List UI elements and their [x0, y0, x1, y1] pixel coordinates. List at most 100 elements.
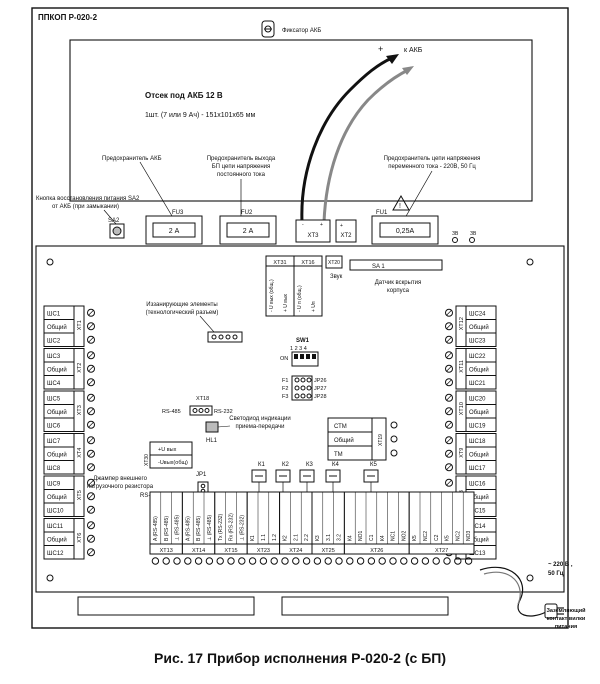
screw-terminal: [445, 322, 453, 331]
battery-latch-label: Фиксатор АКБ: [282, 28, 321, 34]
bottom-terminal-block: Tx (RS-232)Rx (RS-232)⊥ (RS-232)ХТ15: [214, 491, 248, 565]
terminal-label: Общий: [469, 494, 489, 501]
terminal-label: ШС4: [47, 381, 61, 387]
terminal-label: ШС3: [47, 354, 61, 360]
terminal-label: ШС10: [47, 509, 64, 515]
battery-wire-minus-arrow: [402, 66, 414, 75]
screw-terminal: [87, 308, 95, 317]
svg-text:50 Гц: 50 Гц: [548, 571, 564, 577]
terminal-label: Общий: [469, 452, 489, 459]
screw-terminal: [184, 557, 192, 565]
screw-terminal: [87, 463, 95, 472]
screw-terminal: [151, 557, 160, 565]
sw1-dip-switch[interactable]: SW1 1 2 3 4 ON: [280, 338, 319, 367]
terminal-block-id: ХТ10: [459, 402, 465, 415]
screw-terminal: [445, 449, 453, 458]
svg-text:ХТ18: ХТ18: [196, 396, 209, 402]
battery-plus: +: [378, 44, 383, 54]
svg-text:Иззанирующие элементы: Иззанирующие элементы: [146, 302, 217, 308]
sa1-switch: SA 1: [349, 259, 443, 271]
svg-text:контакт вилки: контакт вилки: [547, 616, 585, 622]
mount-hole-bl: [46, 574, 54, 582]
screw-terminal: [445, 436, 453, 445]
pin-label: A (RS-485): [185, 516, 191, 541]
terminal-label: ШС9: [47, 482, 61, 488]
screw-terminal: [445, 478, 453, 487]
terminal-label: ШС22: [469, 354, 486, 360]
bottom-terminal-id: ХТ24: [289, 548, 302, 554]
battery-latch: [261, 20, 275, 38]
svg-text:ХТ20: ХТ20: [328, 260, 340, 266]
svg-text:- U п (общ.): - U п (общ.): [297, 285, 303, 312]
svg-text:(технологический разъем): (технологический разъем): [146, 309, 219, 316]
jumpers-f: F1 F2 F3 JP26 JP27 JP28: [282, 375, 327, 401]
sa2-switch[interactable]: [109, 223, 125, 239]
svg-text:+: +: [340, 223, 343, 229]
svg-text:Предохранитель цепи напряжения: Предохранитель цепи напряжения: [384, 156, 481, 162]
svg-text:ХТ30: ХТ30: [144, 454, 150, 466]
xt2-terminal: + ХТ2: [335, 219, 357, 243]
screw-terminal: [87, 322, 95, 331]
svg-text:ХТ16: ХТ16: [301, 260, 314, 266]
battery-wire-minus: [322, 68, 409, 223]
screw-terminal: [445, 393, 453, 402]
screw-terminal: [281, 557, 289, 565]
mount-hole-tr: [526, 258, 534, 266]
screw-terminal: [367, 557, 376, 565]
pin-label: К5: [445, 535, 451, 541]
to-battery-label: к АКБ: [404, 47, 423, 54]
mount-hole-br: [526, 574, 534, 582]
pin-label: ⊥ (RS-232): [239, 515, 245, 541]
terminal-label: Общий: [469, 324, 489, 331]
relay: К5: [363, 462, 379, 492]
terminal-label: ШС2: [47, 339, 61, 345]
svg-text:Датчик вскрытия: Датчик вскрытия: [375, 280, 422, 286]
screw-terminal: [87, 335, 95, 344]
screw-terminal: [87, 378, 95, 387]
svg-text:~ 220 В ,: ~ 220 В ,: [548, 562, 573, 568]
pin-label: 1.1: [261, 534, 267, 541]
svg-text:+ U вых: + U вых: [283, 293, 289, 312]
screw-terminal: [432, 557, 440, 565]
pin-label: К4: [380, 535, 386, 541]
screw-terminal: [445, 420, 453, 429]
tech-connector: Иззанирующие элементы (технологический р…: [146, 302, 243, 343]
terminal-block-id: ХТ12: [459, 317, 465, 330]
screw-terminal: [445, 407, 453, 416]
terminal-label: ШС19: [469, 424, 486, 430]
svg-text:переменного тока - 220В, 50 Гц: переменного тока - 220В, 50 Гц: [388, 164, 476, 170]
terminal-label: ШС17: [469, 466, 486, 472]
terminal-label: ШС1: [47, 312, 61, 318]
svg-text:ХТ2: ХТ2: [340, 233, 352, 239]
pin-label: Tx (RS-232): [218, 513, 224, 541]
bottom-terminal-block: A (RS-485)B (RS-485)⊥ (RS-485)ХТ13: [149, 491, 183, 565]
svg-text:ХТ31: ХТ31: [273, 260, 286, 266]
svg-text:!: !: [399, 203, 401, 210]
pin-label: К5: [412, 535, 418, 541]
pin-label: К4: [347, 535, 353, 541]
svg-text:приема-передачи: приема-передачи: [235, 424, 284, 430]
screw-terminal: [270, 557, 278, 565]
mark-a: ЗВ: [452, 231, 459, 237]
svg-text:JP27: JP27: [314, 386, 327, 392]
screw-terminal: [410, 557, 419, 565]
terminal-label: Общий: [47, 537, 67, 544]
svg-text:RS-232: RS-232: [214, 409, 233, 415]
svg-text:FU3: FU3: [172, 210, 184, 216]
fuse-fu1: FU1 0,25А: [371, 210, 439, 245]
svg-text:1 2 3 4: 1 2 3 4: [290, 346, 307, 352]
svg-text:2 А: 2 А: [243, 228, 254, 235]
pin-label: 1.2: [272, 534, 278, 541]
terminal-label: Общий: [47, 367, 67, 374]
terminal-label: Общий: [47, 409, 67, 416]
svg-text:СТМ: СТМ: [334, 424, 347, 430]
screw-terminal: [292, 557, 300, 565]
terminal-block-id: ХТ3: [77, 405, 83, 415]
